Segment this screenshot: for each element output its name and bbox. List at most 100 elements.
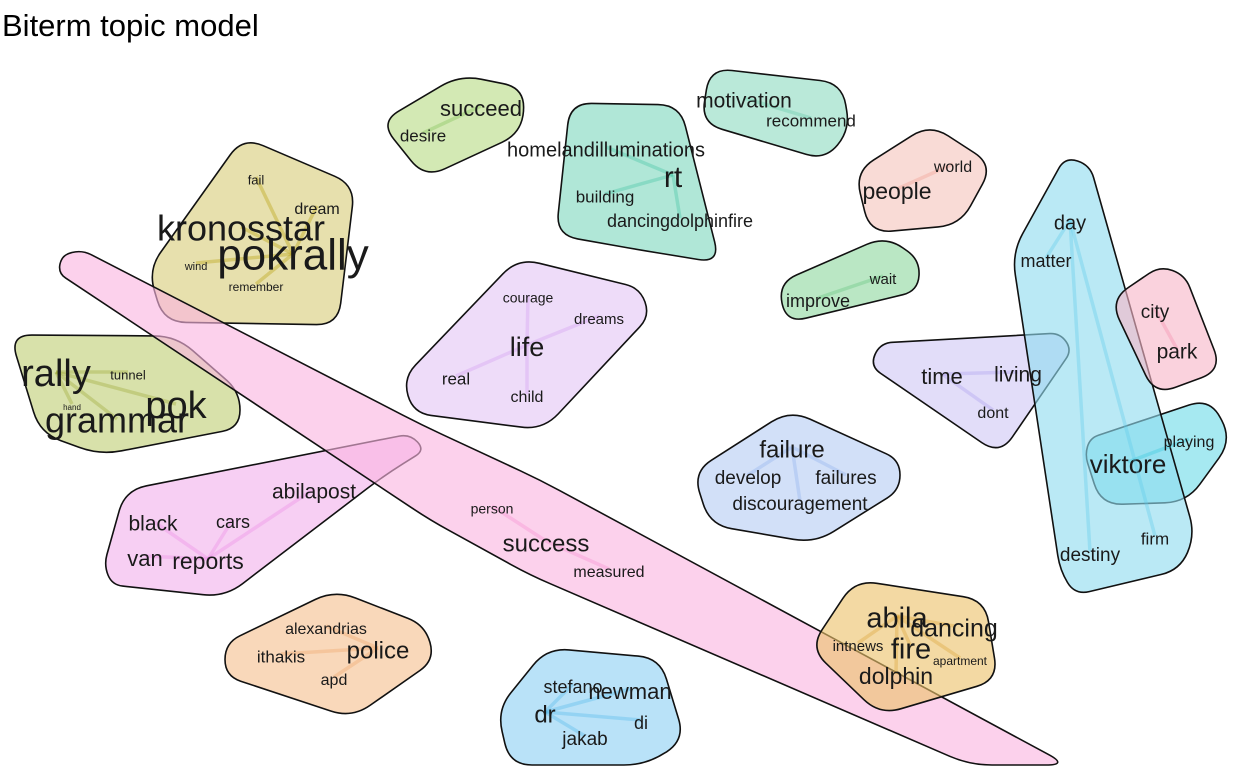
topic-edge (817, 274, 884, 300)
topic-hull (1115, 268, 1218, 391)
topic-edge (790, 446, 802, 502)
topic-word: tunnel (110, 367, 146, 382)
topic-edge (605, 145, 674, 177)
topic-word: person (471, 501, 514, 517)
topic-edge (525, 294, 530, 346)
topic-word: life (510, 332, 545, 362)
topic-word: hand (63, 403, 81, 412)
topic-edge (604, 173, 674, 196)
topic-edge (206, 518, 235, 560)
topic-hull (1013, 159, 1193, 594)
topic-word: intnews (833, 638, 884, 655)
topic-word: kronosstar (157, 208, 325, 249)
topic-edge (280, 646, 379, 656)
topic-word: failures (815, 468, 876, 489)
topic-hull (697, 414, 901, 541)
topic-word: destiny (1060, 545, 1121, 566)
topic-edge (671, 174, 682, 219)
topic-word: dolphin (859, 663, 933, 689)
topic-edge (152, 519, 209, 561)
topic-edge (896, 162, 954, 191)
topic-word: apartment (933, 654, 988, 668)
topic-word: success (503, 530, 590, 557)
topic-word: grammar (45, 400, 189, 441)
topic-word: dreams (574, 311, 624, 328)
topic-edge (422, 104, 482, 135)
topic-edge (940, 372, 995, 412)
topic-edge (743, 96, 812, 120)
topic-word: van (127, 546, 162, 571)
topic-hull (557, 102, 717, 261)
topic-word: cars (216, 512, 250, 532)
topic-word: stefano (543, 677, 602, 697)
topic-edge (144, 554, 209, 561)
topic-edge (195, 252, 294, 265)
topic-edge (1127, 437, 1190, 464)
topic-hull (858, 129, 988, 233)
topic-edge (491, 504, 547, 543)
topic-hull (405, 261, 648, 429)
topic-hull (387, 77, 525, 173)
topic-rt: homelandilluminationsrtbuildingdancingdo… (507, 139, 753, 230)
topic-word: jakab (561, 729, 607, 750)
topic-edge (544, 710, 586, 738)
topic-edge (747, 445, 793, 477)
chart-title: Biterm topic model (2, 8, 259, 43)
topic-word: playing (1164, 434, 1215, 451)
topic-life: courage dreams life real child (442, 290, 624, 407)
topic-edge (791, 445, 847, 477)
topic-hull (224, 593, 433, 715)
topic-edge (1153, 308, 1179, 350)
topic-edge (55, 370, 177, 406)
topic-word: city (1141, 302, 1170, 323)
topic-word: child (511, 389, 544, 406)
topic-word: fire (891, 634, 931, 666)
topic-word: living (994, 364, 1042, 387)
topic-word: pok (145, 385, 207, 427)
topic-edge (254, 252, 295, 286)
topic-word: motivation (696, 90, 792, 113)
topic-edge (254, 176, 295, 255)
topic-word: real (442, 369, 470, 388)
topic-word: abila (866, 603, 928, 635)
topic-word: courage (503, 290, 554, 306)
topic-hull (816, 582, 996, 712)
topic-word: reports (172, 548, 244, 574)
topic-word: police (347, 637, 410, 664)
topic-word: newman (588, 679, 671, 704)
topic-edge (894, 615, 899, 675)
topic-hull (703, 69, 849, 157)
topic-edge (895, 615, 913, 648)
topic-edge (1068, 219, 1092, 553)
topic-edge (54, 370, 119, 421)
topic-edge (291, 205, 319, 255)
topic-edge (545, 539, 610, 571)
topic-edge (896, 614, 955, 628)
topic-word: desire (400, 126, 446, 145)
topic-word: failure (759, 436, 824, 463)
topic-word: firm (1141, 529, 1169, 548)
topic-edge (896, 614, 961, 660)
topic-word: matter (1020, 251, 1071, 271)
topic-edge (333, 646, 379, 679)
topic-word: building (576, 187, 635, 206)
topic-word: world (933, 159, 972, 176)
topic-word: dancingdolphinfire (607, 211, 753, 231)
topic-word: ithakis (257, 647, 305, 666)
topic-word: park (1157, 341, 1198, 364)
topic-edge (857, 614, 898, 645)
topic-word: measured (573, 564, 644, 581)
topic-hull (14, 334, 241, 454)
topic-edge (240, 225, 294, 256)
